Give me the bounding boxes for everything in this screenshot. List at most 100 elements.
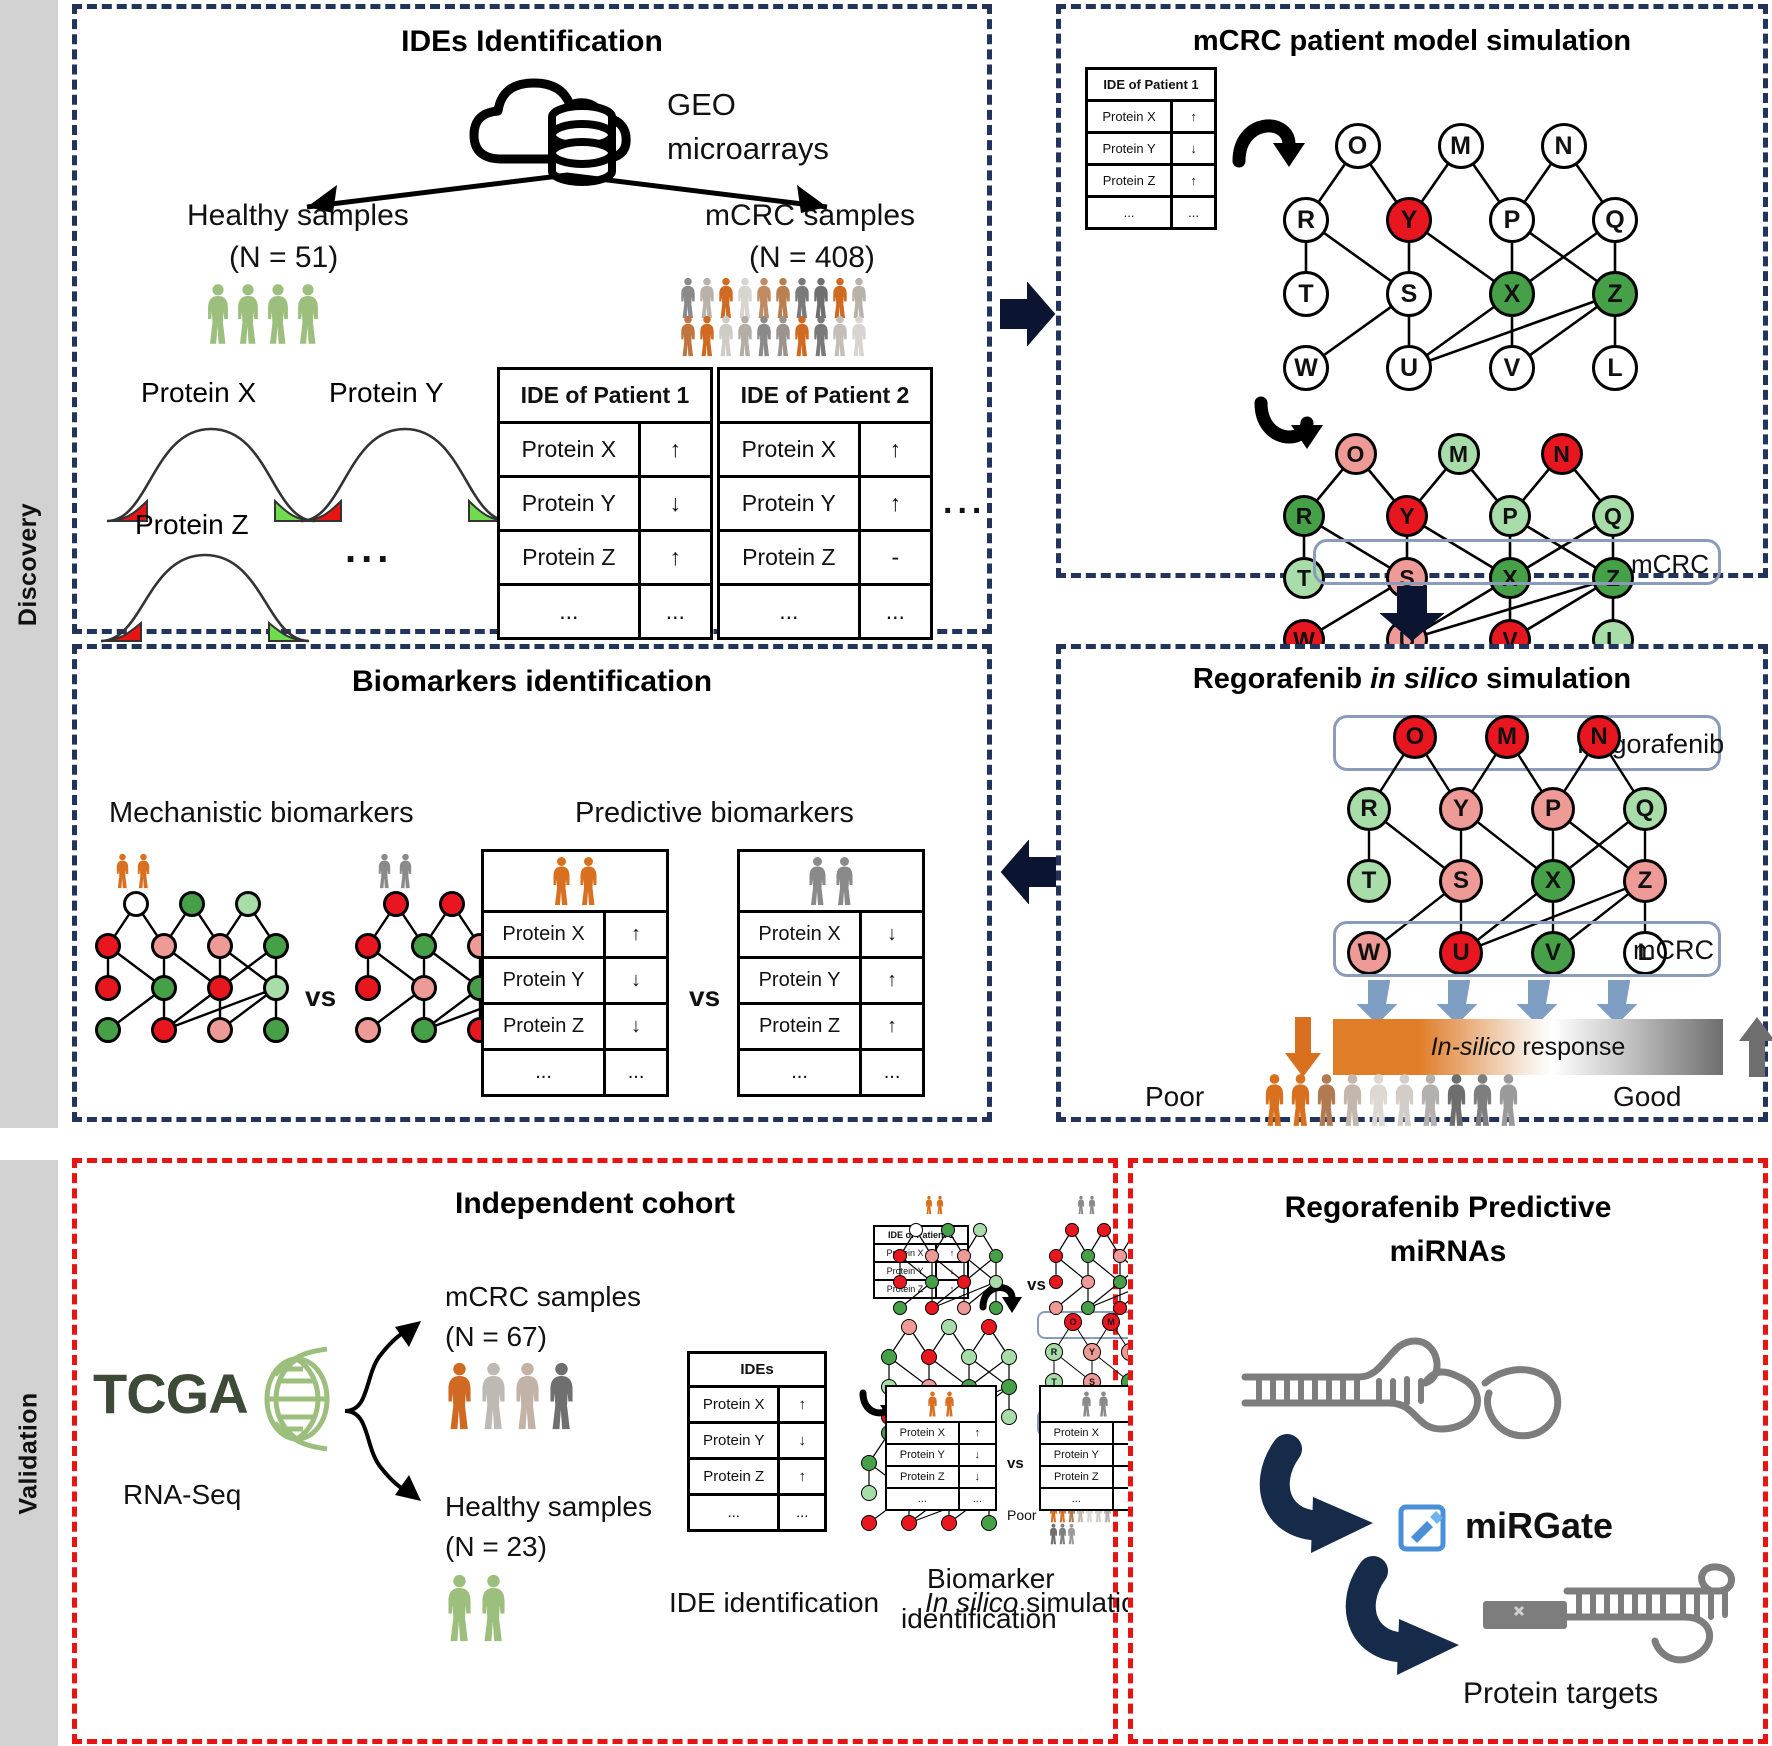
- network-node: [207, 933, 233, 959]
- person-icon: [698, 315, 716, 357]
- mirgate-edit-icon: [1398, 1504, 1446, 1552]
- mcrc-outcome-group-box: [1333, 921, 1721, 977]
- geo-cloud-database-icon: [462, 67, 652, 192]
- healthy-samples-count: (N = 51): [229, 241, 339, 274]
- protein-name-cell: Protein Y: [686, 1421, 781, 1460]
- cohort-step3-line1: Biomarker: [927, 1563, 1055, 1594]
- person-icon: [398, 853, 413, 889]
- response-label-italic: In-silico: [1430, 1032, 1516, 1061]
- cohort-step1-label: IDE identification: [669, 1587, 880, 1618]
- response-bar-label: In-silico response: [1431, 1033, 1626, 1062]
- network-node: [95, 1017, 121, 1043]
- person-icon: [445, 1573, 474, 1643]
- arrow-left-regorafenib-to-biomarkers: [1000, 840, 1056, 904]
- cohort-healthy-label: Healthy samples: [445, 1491, 652, 1522]
- tcga-logo-text: TCGA: [93, 1362, 249, 1425]
- network-node: Q: [1623, 787, 1667, 831]
- network-node: [925, 1249, 939, 1263]
- mirgate-label: miRGate: [1465, 1505, 1614, 1546]
- person-icon: [831, 277, 849, 319]
- network-node: V: [1489, 345, 1535, 391]
- protein-name-cell: ...: [1084, 195, 1174, 230]
- mechanistic-network-orange: [91, 887, 293, 1047]
- network-node: [957, 1275, 971, 1289]
- network-node: [1081, 1249, 1095, 1263]
- cohort-split-arrows-icon: [344, 1321, 421, 1501]
- curve-label-protein-z: Protein Z: [135, 509, 249, 540]
- protein-name-cell: Protein Y: [717, 475, 861, 532]
- network-node: [1113, 1301, 1127, 1315]
- ides-panel-title: IDEs Identification: [401, 25, 663, 58]
- table-row: Protein Y↑: [736, 956, 925, 1005]
- protein-name-cell: Protein Y: [736, 956, 863, 1005]
- protein-direction-cell: ...: [603, 1048, 669, 1097]
- panel-mcrc-simulation: mCRC patient model simulation IDE of Pat…: [1056, 4, 1768, 661]
- mcrc-samples-label: mCRC samples: [705, 199, 916, 232]
- protein-direction-cell: ↑: [859, 956, 925, 1005]
- network-node: Q: [1592, 197, 1638, 243]
- network-node: [861, 1485, 877, 1501]
- table-header-cell: IDE of Patient 1: [1085, 67, 1217, 102]
- network-node: T: [1347, 859, 1391, 903]
- network-node: [151, 975, 177, 1001]
- regorafenib-title-part1: Regorafenib: [1192, 663, 1371, 695]
- healthy-people-icons: [205, 283, 325, 345]
- protein-direction-cell: ↓: [603, 1002, 669, 1051]
- table-row: ......: [686, 1493, 827, 1532]
- person-icon: [850, 277, 868, 319]
- network-node: S: [1386, 271, 1432, 317]
- network-node: [1049, 1275, 1063, 1289]
- mini-poor-label: Poor: [1007, 1507, 1037, 1523]
- person-icon: [479, 1573, 508, 1643]
- protein-name-cell: Protein X: [736, 910, 863, 959]
- person-icon: [1471, 1073, 1494, 1127]
- protein-name-cell: ...: [736, 1048, 863, 1097]
- protein-direction-cell: ↑: [777, 1457, 827, 1496]
- network-node: Q: [1592, 495, 1634, 537]
- targets-curved-arrow-icon: [1345, 1556, 1459, 1675]
- mcrc-outcome-group-box-top: [1313, 539, 1721, 585]
- table-row: Protein X↑: [686, 1385, 827, 1424]
- network-node: S: [1439, 859, 1483, 903]
- protein-name-cell: Protein Y: [480, 956, 607, 1005]
- person-icon: [812, 315, 830, 357]
- table-row: Protein Z↑: [497, 529, 714, 586]
- network-node: M: [1102, 1313, 1120, 1331]
- person-icon: [736, 277, 754, 319]
- network-node: [263, 933, 289, 959]
- network-node: [1049, 1301, 1063, 1315]
- validation-mech-vs: vs: [1027, 1275, 1046, 1294]
- mcrc-outcome-group-label: mCRC: [1631, 549, 1709, 579]
- mcrc-people-icons-row2: [679, 315, 869, 357]
- network-node: [263, 1017, 289, 1043]
- person-icon: [1341, 1073, 1364, 1127]
- person-icon: [774, 315, 792, 357]
- network-node: [355, 975, 381, 1001]
- table-header-row: IDEs: [687, 1351, 827, 1388]
- protein-direction-cell: ↓: [859, 910, 925, 959]
- biomarkers-panel-title: Biomarkers identification: [351, 665, 713, 698]
- person-icon: [944, 1391, 955, 1417]
- arrow-down-simulation-to-regorafenib: [1380, 586, 1444, 642]
- person-icon: [578, 856, 599, 906]
- network-node: [861, 1455, 877, 1471]
- cohort-mcrc-count: (N = 67): [445, 1321, 547, 1352]
- person-icon: [1081, 1391, 1092, 1417]
- geo-label-line2: microarrays: [667, 131, 829, 166]
- person-icon: [755, 315, 773, 357]
- ide-tables-ellipsis: ...: [943, 483, 987, 521]
- predictive-table-grey-cohort: Protein X↓Protein Y↑Protein Z↑......: [736, 849, 925, 1097]
- table-row: Protein Z↓: [885, 1465, 998, 1489]
- network-node: T: [1283, 271, 1329, 317]
- person-icon: [547, 1361, 576, 1431]
- table-header-row: [737, 849, 925, 913]
- cohort-header-cell: [481, 849, 669, 913]
- poor-response-arrow-icon: [1285, 1017, 1321, 1077]
- network-node: O: [1334, 123, 1381, 169]
- table-row: Protein X↑: [717, 421, 934, 478]
- table-header-row: [885, 1385, 997, 1423]
- mirnas-title-line2: miRNAs: [1389, 1235, 1507, 1268]
- network-node: [95, 933, 121, 959]
- person-icon: [1393, 1073, 1416, 1127]
